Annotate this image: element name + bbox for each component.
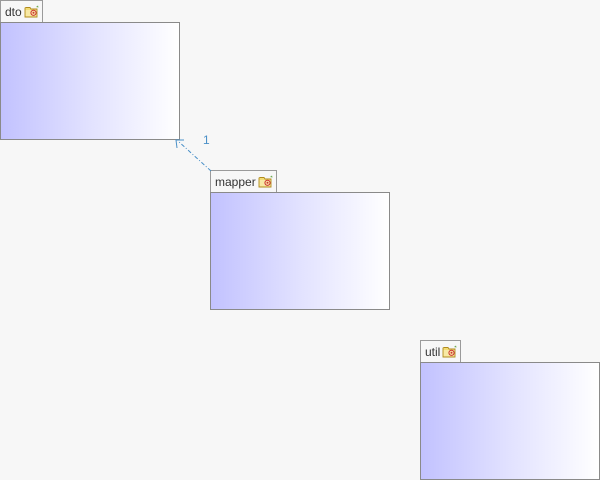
package-tab[interactable]: dto bbox=[0, 0, 43, 22]
package-body[interactable] bbox=[210, 192, 390, 310]
package-tab[interactable]: mapper bbox=[210, 170, 277, 192]
package-name: mapper bbox=[215, 174, 256, 189]
package-body[interactable] bbox=[420, 362, 600, 480]
package-tab[interactable]: util bbox=[420, 340, 462, 362]
dependency-arrow[interactable] bbox=[175, 139, 212, 172]
package-body[interactable] bbox=[0, 22, 180, 140]
package-name: dto bbox=[5, 4, 22, 19]
dependency-multiplicity-label: 1 bbox=[203, 133, 210, 147]
package-name: util bbox=[425, 344, 441, 359]
